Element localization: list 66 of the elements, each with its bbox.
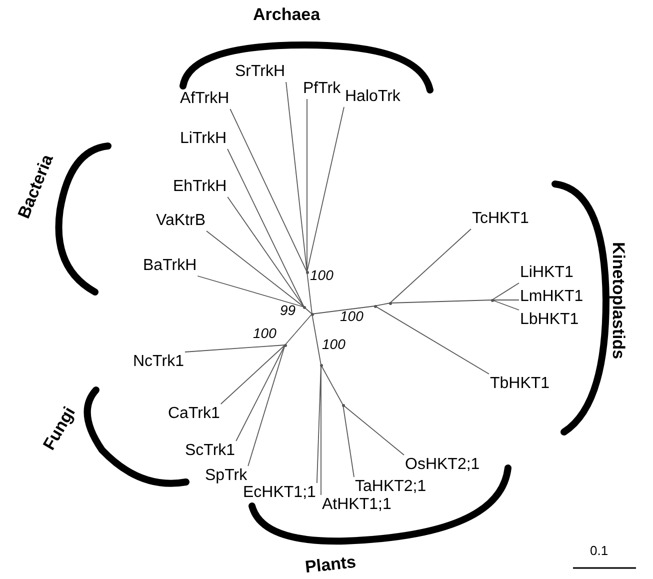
taxon-label: AtHKT1;1 — [322, 496, 392, 514]
tree-branch — [248, 344, 286, 466]
tree-branch — [306, 98, 308, 272]
taxon-label: HaloTrk — [345, 88, 400, 106]
tree-branch — [312, 306, 376, 314]
branch-junction — [284, 344, 286, 346]
tree-branch — [220, 344, 286, 404]
taxon-label: EcHKT1;1 — [243, 484, 316, 502]
clade-label: Archaea — [253, 6, 320, 23]
taxon-label: LiTrkH — [180, 130, 227, 148]
taxon-label: SpTrk — [205, 467, 248, 485]
taxon-label: TcHKT1 — [472, 210, 529, 228]
taxon-label: LiHKT1 — [520, 264, 574, 282]
tree-branch — [306, 106, 344, 272]
taxon-label: NcTrk1 — [133, 353, 184, 371]
branch-junction — [320, 364, 322, 366]
tree-branch — [197, 276, 304, 308]
tree-branch — [184, 344, 286, 352]
tree-branch — [306, 272, 312, 314]
scale-label: 0.1 — [590, 544, 608, 557]
tree-branch — [374, 302, 390, 306]
tree-branch — [320, 364, 322, 496]
tree-branch — [236, 344, 286, 442]
bootstrap-value: 100 — [253, 326, 276, 340]
clade-label: Plants — [304, 553, 357, 576]
branch-junction — [342, 404, 344, 406]
bootstrap-value: 100 — [322, 337, 346, 351]
bootstrap-value: 100 — [340, 309, 364, 323]
tree-branch — [492, 300, 520, 310]
tree-branch — [342, 404, 404, 456]
taxon-label: ScTrk1 — [185, 442, 236, 460]
taxon-label: TbHKT1 — [490, 375, 550, 393]
clade-label: Kinetoplastids — [610, 242, 628, 360]
tree-branch — [342, 404, 354, 478]
tree-branch — [312, 314, 322, 366]
bootstrap-value: 100 — [310, 268, 334, 282]
tree-branch — [390, 228, 472, 304]
tree-branch — [304, 306, 312, 314]
branch-junction — [302, 306, 306, 308]
tree-branch — [390, 300, 492, 304]
taxon-label: BaTrkH — [143, 257, 197, 275]
branch-junction — [388, 302, 392, 304]
taxon-label: CaTrk1 — [168, 405, 220, 423]
tree-branch — [227, 196, 304, 308]
taxon-label: VaKtrB — [156, 212, 206, 230]
tree-branch — [286, 82, 308, 272]
branch-junction — [306, 270, 308, 274]
tree-branch — [492, 282, 520, 300]
taxon-label: AfTrkH — [180, 90, 230, 108]
taxon-label: EhTrkH — [173, 178, 227, 196]
tree-branch — [374, 306, 490, 374]
tree-branch — [206, 230, 304, 308]
branch-junction — [310, 312, 314, 316]
branch-junction — [490, 298, 494, 302]
taxon-label: LbHKT1 — [520, 311, 579, 329]
taxon-label: TaHKT2;1 — [355, 478, 426, 496]
bootstrap-value: 99 — [280, 303, 296, 317]
tree-branch — [230, 108, 308, 272]
tree-branch — [320, 364, 344, 406]
taxon-label: OsHKT2;1 — [405, 456, 480, 474]
tree-branch — [227, 148, 304, 308]
taxon-label: LmHKT1 — [520, 288, 584, 306]
taxon-label: SrTrkH — [235, 63, 286, 81]
tree-branch — [284, 314, 312, 346]
taxon-label: PfTrk — [303, 80, 341, 98]
branch-junction — [374, 304, 376, 308]
